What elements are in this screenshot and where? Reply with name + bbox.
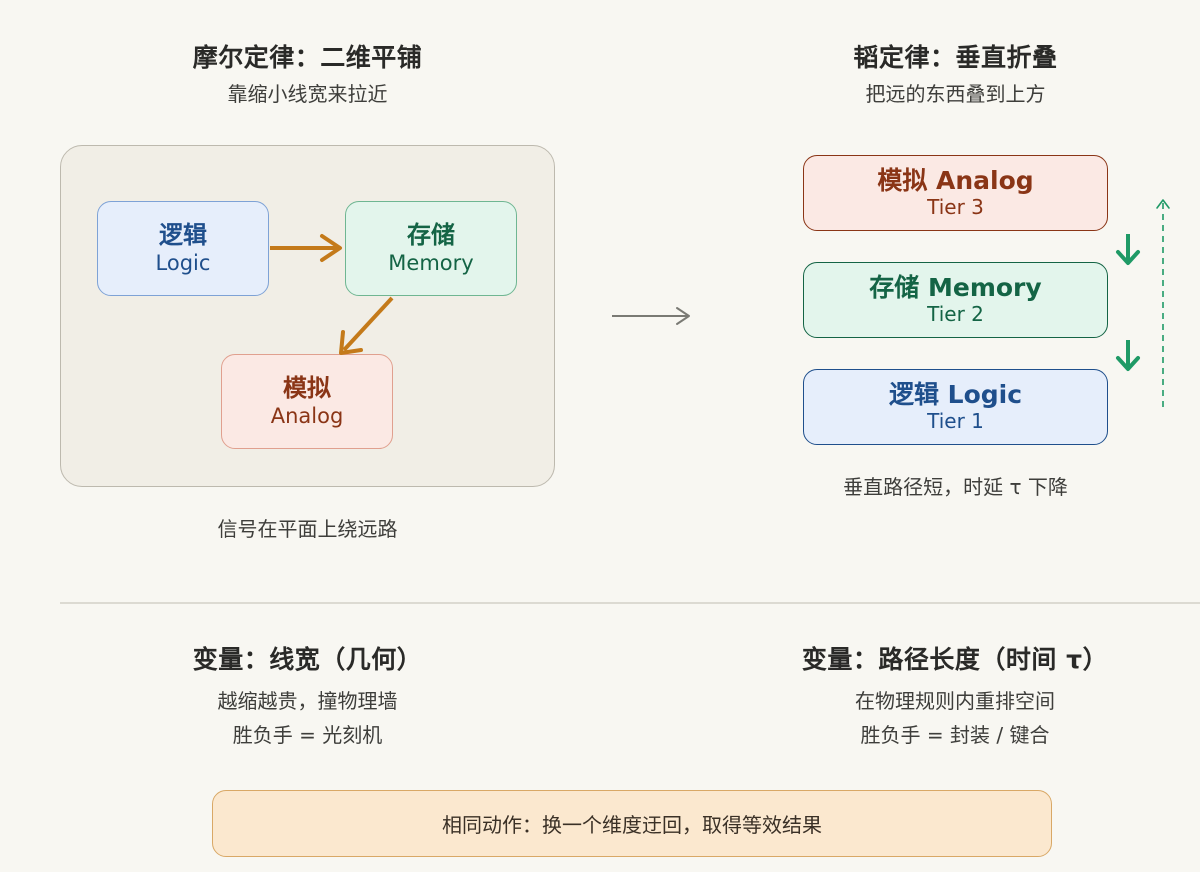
right-title: 韬定律：垂直折叠: [853, 43, 1058, 72]
tier-3-analog: 模拟 Analog Tier 3: [803, 155, 1108, 231]
left-title: 摩尔定律：二维平铺: [192, 43, 423, 72]
right-subtitle: 把远的东西叠到上方: [865, 82, 1046, 106]
bottom-left-line2: 胜负手 = 光刻机: [232, 723, 383, 747]
right-caption: 垂直路径短，时延 τ 下降: [843, 475, 1068, 499]
logic-node-zh: 逻辑: [159, 220, 207, 249]
section-divider: [60, 602, 1200, 604]
tier-2-label: Tier 2: [927, 302, 984, 327]
tier-3-name: 模拟 Analog: [877, 165, 1034, 195]
conclusion-text: 相同动作：换一个维度迂回，取得等效结果: [442, 813, 822, 837]
analog-node-zh: 模拟: [283, 373, 331, 402]
bottom-right-title: 变量：路径长度（时间 τ）: [801, 645, 1109, 674]
analog-node-en: Analog: [270, 403, 344, 428]
conclusion-banner: 相同动作：换一个维度迂回，取得等效结果: [212, 790, 1052, 857]
tier-2-name: 存储 Memory: [869, 272, 1042, 302]
memory-node-zh: 存储: [407, 220, 455, 249]
logic-node-en: Logic: [155, 250, 211, 275]
tier-2-memory: 存储 Memory Tier 2: [803, 262, 1108, 338]
memory-node-en: Memory: [388, 250, 474, 275]
bottom-left-title: 变量：线宽（几何）: [192, 645, 423, 674]
memory-node: 存储 Memory: [345, 201, 517, 296]
bottom-left-line1: 越缩越贵，撞物理墙: [217, 689, 398, 713]
bottom-right-line1: 在物理规则内重排空间: [855, 689, 1055, 713]
left-subtitle: 靠缩小线宽来拉近: [227, 82, 388, 106]
tier-3-label: Tier 3: [927, 195, 984, 220]
logic-node: 逻辑 Logic: [97, 201, 269, 296]
tier-1-label: Tier 1: [927, 409, 984, 434]
analog-node: 模拟 Analog: [221, 354, 393, 449]
tier-1-name: 逻辑 Logic: [888, 379, 1023, 409]
tier-1-logic: 逻辑 Logic Tier 1: [803, 369, 1108, 445]
bottom-right-line2: 胜负手 = 封装 / 键合: [860, 723, 1050, 747]
left-caption: 信号在平面上绕远路: [217, 517, 398, 541]
